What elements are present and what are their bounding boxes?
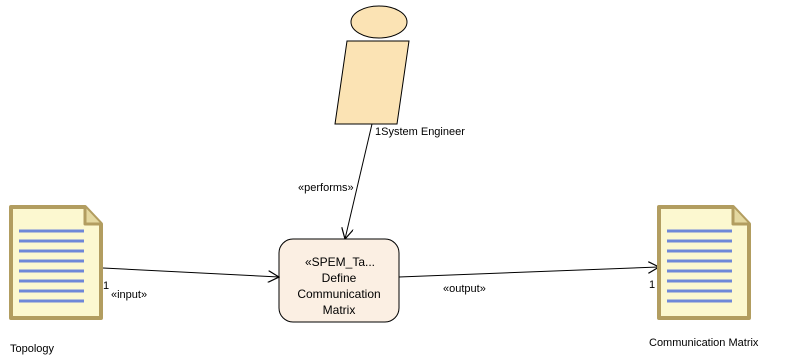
role-icon [334, 5, 410, 125]
artifact-topology[interactable]: Topology [9, 205, 103, 355]
task-stereotype: «SPEM_Ta... [305, 255, 375, 269]
task-define-communication-matrix[interactable]: «SPEM_Ta... Define Communication Matrix [278, 238, 400, 323]
task-name-line-3: Matrix [323, 303, 356, 317]
role-body [334, 40, 410, 125]
role-multiplicity: 1 [375, 126, 381, 138]
role-head [350, 5, 408, 39]
artifact-communication-matrix-label: Communication Matrix [649, 337, 759, 349]
performs-label: «performs» [298, 182, 354, 194]
artifact-communication-matrix[interactable]: Communication Matrix [649, 205, 759, 349]
task-name-line-2: Communication [297, 287, 380, 301]
input-connector[interactable] [102, 267, 279, 277]
output-label: «output» [443, 283, 486, 295]
document-icon [9, 205, 103, 320]
input-label: «input» [111, 289, 147, 301]
artifact-topology-label: Topology [10, 343, 55, 355]
input-multiplicity: 1 [103, 280, 109, 292]
task-name-line-1: Define [322, 271, 357, 285]
document-icon [657, 205, 751, 320]
performs-connector[interactable] [345, 123, 373, 239]
svg-text:1System Engineer: 1System Engineer [375, 126, 465, 138]
role-name: System Engineer [381, 126, 465, 138]
output-connector[interactable] [398, 267, 659, 278]
output-multiplicity: 1 [649, 279, 655, 291]
role-system-engineer[interactable]: 1System Engineer [334, 5, 465, 138]
